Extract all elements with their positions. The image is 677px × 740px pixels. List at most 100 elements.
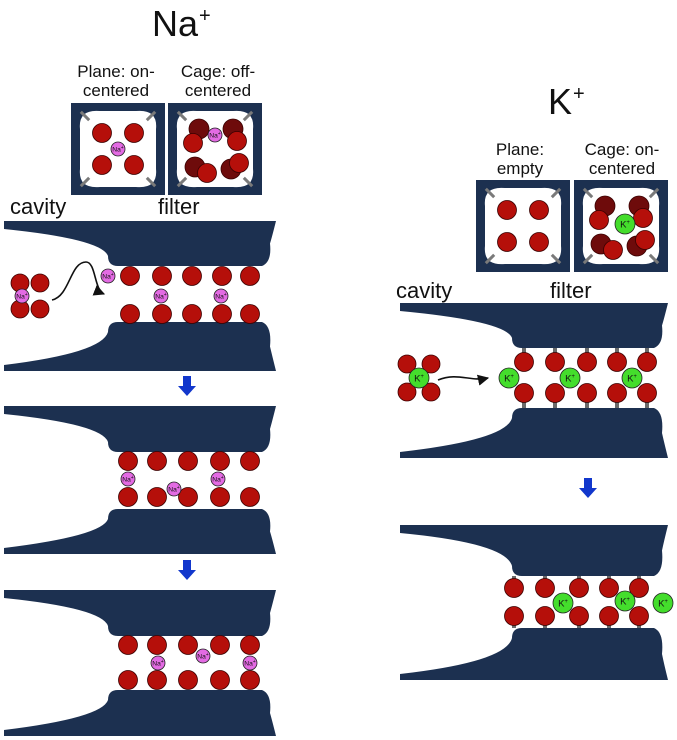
oxygen-atom xyxy=(30,273,50,293)
k-ion xyxy=(614,590,636,612)
ion-label: Na+ xyxy=(209,131,221,139)
oxygen-atom xyxy=(240,266,260,286)
oxygen-atom xyxy=(577,352,597,372)
oxygen-atom xyxy=(210,635,230,655)
na-ion xyxy=(210,471,226,487)
na-title-text: Na xyxy=(152,3,199,44)
na-ion xyxy=(153,288,169,304)
channel-lower-wall xyxy=(400,628,668,680)
oxygen-atom xyxy=(227,131,247,151)
oxygen-atom xyxy=(118,487,138,507)
k-ion xyxy=(652,592,674,614)
down-arrow xyxy=(579,478,597,498)
oxygen-atom xyxy=(92,155,112,175)
channel-lower-wall xyxy=(4,690,276,736)
oxygen-atom xyxy=(421,354,441,374)
ion-label: Na+ xyxy=(215,292,227,300)
oxygen-atom xyxy=(118,635,138,655)
oxygen-atom xyxy=(152,266,172,286)
k-filter-label: filter xyxy=(550,278,592,303)
oxygen-atom xyxy=(569,606,589,626)
k-step-1: K+K+K+ xyxy=(400,303,668,498)
oxygen-atom xyxy=(120,266,140,286)
na-plane-cross-section: Na+ xyxy=(71,103,165,195)
carbonyl-bond xyxy=(79,176,91,188)
oxygen-atom xyxy=(607,383,627,403)
carbonyl-bond xyxy=(648,187,660,199)
entry-arrow xyxy=(437,374,490,386)
k-ion xyxy=(498,367,520,389)
down-arrow xyxy=(178,560,196,580)
channel-lower-wall xyxy=(4,509,276,554)
oxygen-atom xyxy=(504,606,524,626)
oxygen-atom xyxy=(147,670,167,690)
oxygen-atom xyxy=(182,266,202,286)
ion-label: Na+ xyxy=(244,659,256,667)
na-plane-caption: Plane: on- centered xyxy=(64,62,168,100)
carbonyl-bond xyxy=(242,176,254,188)
k-cage-caption-line-1: Cage: on- xyxy=(584,140,660,159)
oxygen-atom xyxy=(397,382,417,402)
oxygen-atom xyxy=(240,670,260,690)
carbonyl-bond xyxy=(176,110,188,122)
oxygen-atom xyxy=(497,200,517,220)
oxygen-atom xyxy=(504,578,524,598)
oxygen-atom xyxy=(118,451,138,471)
ion-label: K+ xyxy=(620,596,630,607)
oxygen-atom xyxy=(183,133,203,153)
oxygen-atom xyxy=(514,352,534,372)
carbonyl-bond xyxy=(582,187,594,199)
k-cage-caption-line-2: centered xyxy=(588,159,656,178)
oxygen-atom xyxy=(637,352,657,372)
ion-label: K+ xyxy=(627,373,637,384)
oxygen-atom xyxy=(635,230,655,250)
oxygen-atom xyxy=(569,578,589,598)
ion-label: Na+ xyxy=(155,292,167,300)
na-cage-caption-line-1: Cage: off- xyxy=(180,62,256,81)
carbonyl-bond xyxy=(145,176,157,188)
oxygen-atom xyxy=(197,163,217,183)
oxygen-atom xyxy=(629,606,649,626)
k-ion xyxy=(614,213,636,235)
ion-label: Na+ xyxy=(152,659,164,667)
k-ion xyxy=(621,367,643,389)
na-ion xyxy=(150,655,166,671)
na-title: Na+ xyxy=(152,6,211,42)
oxygen-atom xyxy=(535,606,555,626)
oxygen-atom xyxy=(589,210,609,230)
ion-label: K+ xyxy=(414,373,424,384)
na-ion xyxy=(14,288,30,304)
oxygen-atom xyxy=(514,383,534,403)
na-plane-caption-line-1: Plane: on- xyxy=(77,62,155,81)
oxygen-atom xyxy=(599,606,619,626)
na-step-2: Na+Na+Na+ xyxy=(4,406,276,580)
oxygen-atom xyxy=(397,354,417,374)
na-ion xyxy=(195,648,211,664)
oxygen-atom xyxy=(240,451,260,471)
k-title-charge: + xyxy=(573,83,585,105)
ion-label: Na+ xyxy=(197,652,209,660)
na-hydrated-ion: Na+ xyxy=(10,273,50,319)
oxygen-atom xyxy=(240,304,260,324)
carbonyl-bond xyxy=(648,253,660,265)
oxygen-atom xyxy=(178,487,198,507)
oxygen-atom xyxy=(545,383,565,403)
channel-upper-wall xyxy=(4,590,276,636)
oxygen-atom xyxy=(182,304,202,324)
oxygen-atom xyxy=(124,123,144,143)
oxygen-atom xyxy=(535,578,555,598)
carbonyl-bond xyxy=(550,187,562,199)
oxygen-atom xyxy=(212,266,232,286)
na-ion xyxy=(120,471,136,487)
oxygen-atom xyxy=(421,382,441,402)
oxygen-atom xyxy=(599,578,619,598)
channel-upper-wall xyxy=(400,303,668,348)
na-ion xyxy=(242,655,258,671)
na-filter-label: filter xyxy=(158,194,200,219)
ion-label: Na+ xyxy=(168,485,180,493)
oxygen-atom xyxy=(30,299,50,319)
na-step-3: Na+ Na+ Na+ xyxy=(4,590,276,736)
k-plane-cross-section xyxy=(476,180,570,272)
